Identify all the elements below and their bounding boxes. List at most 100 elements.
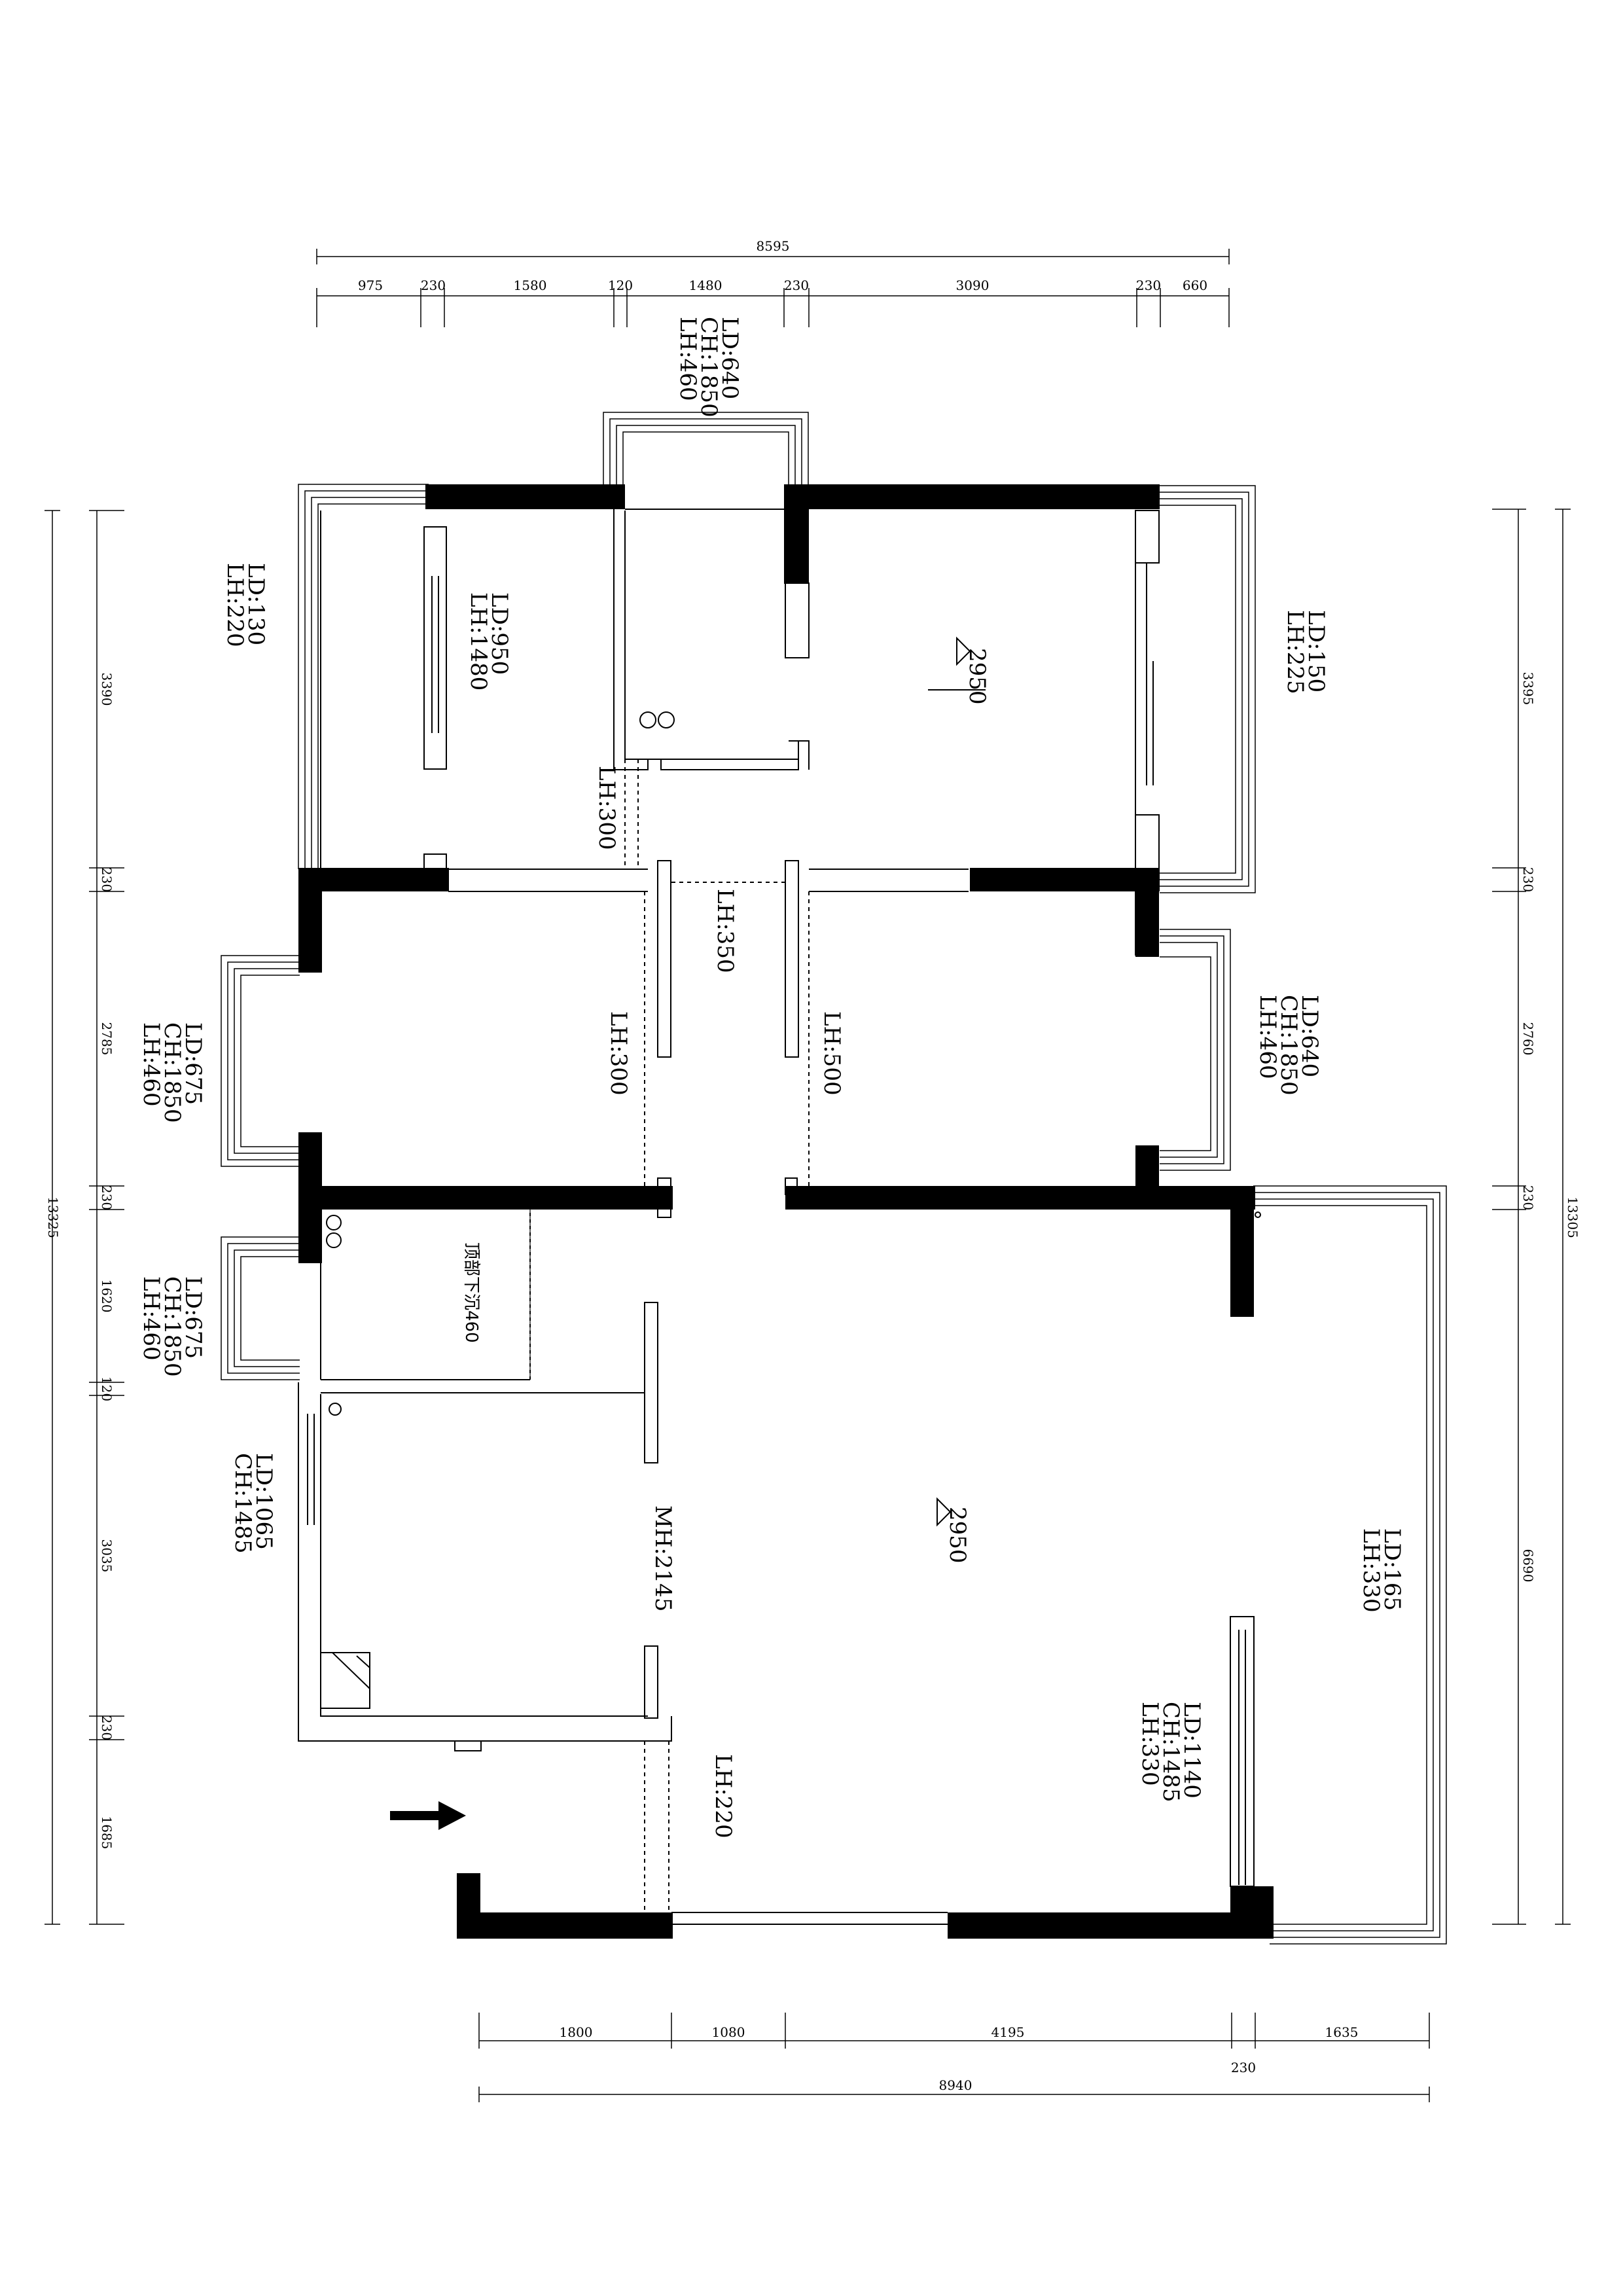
- dim-left-8: 230: [99, 1715, 115, 1740]
- right-dimension-chain: 13305 3395 230 2760 230 6690: [1492, 509, 1580, 1925]
- inner-window-ld: LD:950: [486, 592, 512, 675]
- inner-window-label: LD:950 LH:1480: [465, 592, 512, 691]
- dim-left-1: 3390: [99, 673, 115, 706]
- living-ceiling-height: 2950: [944, 1507, 971, 1564]
- top-window-ld: LD:640: [717, 317, 743, 399]
- fixtures: [326, 636, 1261, 1830]
- lower-left-window-ld: LD:675: [180, 1276, 206, 1359]
- living-window-lh: LH:330: [1358, 1528, 1384, 1613]
- mid-right-window-ch: CH:1850: [1275, 995, 1302, 1096]
- dim-left-3: 2785: [99, 1022, 115, 1056]
- dim-right-5: 6690: [1520, 1549, 1536, 1583]
- kitchen-window-ch: CH:1485: [230, 1453, 256, 1554]
- drain-circle-icon-2: [326, 1232, 342, 1248]
- kitchen-window-label: LD:1065 CH:1485: [230, 1453, 277, 1554]
- mid-right-window-label: LD:640 CH:1850 LH:460: [1255, 995, 1323, 1096]
- inner-window-lh: LH:1480: [465, 592, 491, 691]
- dim-right-4: 230: [1520, 1185, 1536, 1210]
- drain-circle-icon-4: [1255, 1211, 1261, 1218]
- mid-right-bay-window: [1160, 929, 1231, 1171]
- ceiling-drop-note: 顶部下沉460: [461, 1242, 481, 1343]
- left-room-window-label: LD:130 LH:220: [222, 563, 269, 647]
- sink-circle-icon: [658, 711, 675, 728]
- height-marker-icon-2: [936, 1497, 952, 1527]
- top-window-lh: LH:460: [675, 317, 701, 401]
- lower-left-window-lh: LH:460: [138, 1276, 164, 1361]
- dim-right-3: 2760: [1520, 1022, 1536, 1056]
- entry-arrow-icon: [390, 1801, 466, 1830]
- top-window-ch: CH:1850: [696, 317, 722, 418]
- door-lh-350: LH:350: [712, 889, 738, 973]
- drain-circle-icon-3: [329, 1403, 342, 1416]
- living-balcony-enclosure: [1253, 1185, 1447, 1945]
- master-bay-window: [1160, 485, 1256, 893]
- door-height-label: MH:2145: [650, 1505, 676, 1611]
- lower-left-window-label: LD:675 CH:1850 LH:460: [138, 1276, 206, 1377]
- dim-bottom-3: 4195: [991, 2024, 1025, 2040]
- dim-top-6: 230: [784, 278, 809, 293]
- dim-left-4: 230: [99, 1185, 115, 1210]
- dim-bottom-4: 1635: [1325, 2024, 1359, 2040]
- master-window-ld: LD:150: [1303, 610, 1329, 692]
- dim-top-3: 1580: [514, 278, 547, 293]
- kitchen-window-ld: LD:1065: [251, 1453, 277, 1550]
- top-bay-window: [603, 412, 809, 484]
- door-lh-300-b: LH:300: [605, 1011, 632, 1096]
- dim-right-2: 230: [1520, 867, 1536, 892]
- top-window-label: LD:640 CH:1850 LH:460: [675, 317, 743, 418]
- dim-bottom-extra: 230: [1231, 2060, 1256, 2075]
- mid-left-window-ch: CH:1850: [159, 1022, 185, 1123]
- dim-top-9: 660: [1183, 278, 1207, 293]
- master-window-label: LD:150 LH:225: [1282, 610, 1329, 694]
- drain-circle-icon: [326, 1215, 342, 1230]
- lower-left-bay-window: [221, 1236, 300, 1380]
- dim-left-2: 230: [99, 867, 115, 892]
- entry-lh-label: LH:220: [710, 1754, 736, 1839]
- left-room-window-lh: LH:220: [222, 563, 248, 647]
- dim-top-2: 230: [421, 278, 446, 293]
- left-dimension-chain: 13325 3390 230 2785 230 1620 120 3035 23…: [45, 510, 124, 1925]
- dim-right-1: 3395: [1520, 672, 1536, 706]
- dim-top-1: 975: [358, 278, 383, 293]
- master-ceiling-height: 2950: [964, 648, 990, 705]
- dim-left-5: 1620: [99, 1280, 115, 1313]
- living-window-ld: LD:165: [1379, 1528, 1405, 1611]
- dim-top-5: 1480: [689, 278, 722, 293]
- height-marker-icon: [956, 636, 971, 666]
- dim-left-6: 120: [99, 1376, 115, 1401]
- dim-left-7: 3035: [99, 1539, 115, 1573]
- mid-left-window-ld: LD:675: [180, 1022, 206, 1105]
- dim-left-9: 1685: [99, 1816, 115, 1850]
- door-lh-500: LH:500: [819, 1011, 845, 1096]
- door-lh-300-a: LH:300: [594, 766, 620, 850]
- dim-top-7: 3090: [956, 278, 990, 293]
- dim-top-total: 8595: [757, 238, 790, 254]
- mid-left-window-label: LD:675 CH:1850 LH:460: [138, 1022, 206, 1123]
- dim-bottom-total: 8940: [939, 2077, 972, 2093]
- dim-bottom-2: 1080: [712, 2024, 745, 2040]
- lower-left-window-ch: CH:1850: [159, 1276, 185, 1377]
- mid-right-window-lh: LH:460: [1255, 995, 1281, 1079]
- bottom-dimension-chain: 1800 1080 4195 1635 230 8940: [478, 2013, 1430, 2102]
- dim-top-8: 230: [1136, 278, 1161, 293]
- balcony-window-ch: CH:1485: [1158, 1702, 1184, 1803]
- solid-walls: [298, 484, 1274, 1939]
- door-dashes: [529, 759, 810, 1912]
- dim-left-total: 13325: [45, 1196, 61, 1238]
- left-room-window-ld: LD:130: [243, 563, 269, 645]
- toilet-circle-icon: [639, 711, 656, 728]
- upper-left-bay-window: [298, 484, 429, 869]
- dim-bottom-1: 1800: [560, 2024, 593, 2040]
- top-dimension-chain: 8595 975 230 1580 120 1480 230 3090 230 …: [316, 238, 1230, 327]
- dim-right-total: 13305: [1565, 1196, 1580, 1238]
- mid-left-bay-window: [221, 955, 300, 1167]
- living-window-label: LD:165 LH:330: [1358, 1528, 1405, 1613]
- master-window-lh: LH:225: [1282, 610, 1308, 694]
- balcony-window-lh: LH:330: [1137, 1702, 1163, 1786]
- balcony-window-label: LD:1140 CH:1485 LH:330: [1137, 1702, 1205, 1803]
- balcony-window-ld: LD:1140: [1179, 1702, 1205, 1799]
- dim-top-4: 120: [608, 278, 633, 293]
- mid-right-window-ld: LD:640: [1296, 995, 1323, 1077]
- mid-left-window-lh: LH:460: [138, 1022, 164, 1107]
